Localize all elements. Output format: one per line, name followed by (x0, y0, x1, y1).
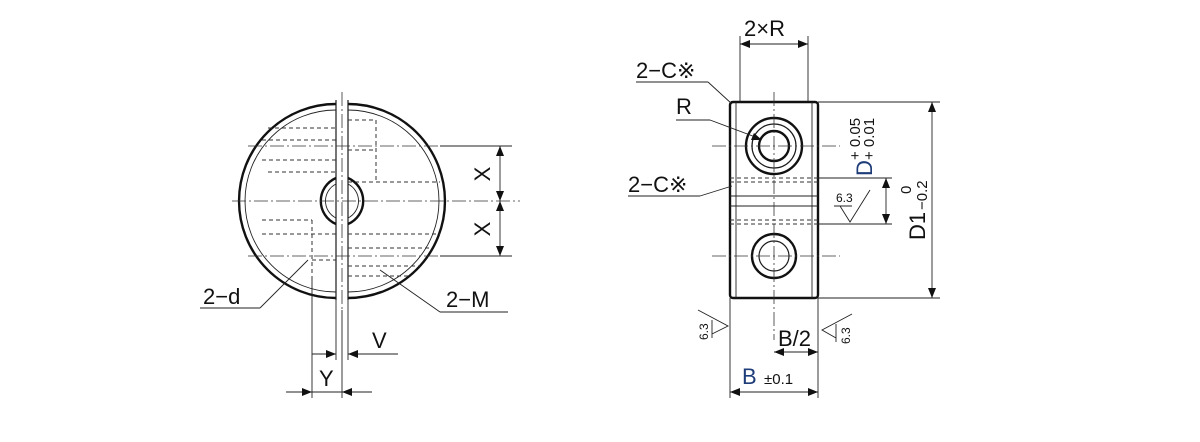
arrow-head (928, 102, 936, 112)
d-label: D (852, 160, 877, 176)
arrow-head (348, 350, 358, 358)
roughness-left-label: 6.3 (697, 323, 711, 340)
arrow-head (740, 40, 750, 48)
v-label: V (372, 328, 387, 353)
arrow-head (774, 348, 784, 356)
d1-tol-lower: −0.2 (914, 180, 931, 210)
arrow-head (342, 388, 352, 396)
arrow-head (751, 133, 762, 140)
bore-inner-right (347, 183, 359, 219)
two-c-mid-label: 2−C※ (628, 172, 687, 197)
roughness-symbol-right: 6.3 (821, 313, 853, 344)
r-label: R (676, 94, 692, 119)
leader-2d (259, 259, 309, 309)
two-m-label: 2−M (446, 287, 489, 312)
arrow-head (808, 348, 818, 356)
arrow-head (928, 288, 936, 298)
leader-2c-top (707, 81, 733, 105)
arrow-head (496, 201, 504, 211)
two-d-label: 2−d (203, 284, 240, 309)
leader-2c-mid (699, 185, 733, 197)
two-c-top-label: 2−C※ (636, 58, 695, 83)
b-label: B (742, 364, 757, 389)
collar-right-half (347, 102, 447, 300)
d-tol-lower: + 0.01 (861, 118, 878, 160)
roughness-right-label: 6.3 (839, 327, 853, 344)
arrow-head (496, 246, 504, 256)
front-view: X X 2−d 2−M V Y (200, 92, 520, 398)
arrow-head (496, 191, 504, 201)
x-upper-label: X (470, 166, 495, 181)
leader-2m (379, 269, 441, 313)
arrow-head (730, 388, 740, 396)
d1-tol-upper: 0 (898, 186, 915, 194)
arrow-head (882, 178, 890, 188)
leader-r (709, 119, 759, 139)
arrow-head (302, 388, 312, 396)
roughness-symbol-mid: 6.3 (834, 189, 871, 223)
d1-label: D1 (905, 212, 930, 240)
arrow-head (326, 350, 336, 358)
arrow-head (882, 214, 890, 224)
b-tol-label: ±0.1 (764, 371, 793, 388)
arrow-head (808, 388, 818, 396)
roughness-symbol-left: 6.3 (697, 309, 729, 340)
arrow-head (496, 146, 504, 156)
side-view: 2×R 2−C※ R 2−C※ D + 0.05 + 0.01 (628, 16, 940, 398)
d-tol-upper: + 0.05 (847, 118, 864, 160)
roughness-mid-label: 6.3 (836, 191, 853, 205)
two-x-r-label: 2×R (744, 16, 785, 41)
y-label: Y (319, 366, 334, 391)
arrow-head (798, 40, 808, 48)
bore-right (347, 176, 365, 226)
b-half-label: B/2 (778, 326, 811, 351)
x-lower-label: X (470, 221, 495, 236)
